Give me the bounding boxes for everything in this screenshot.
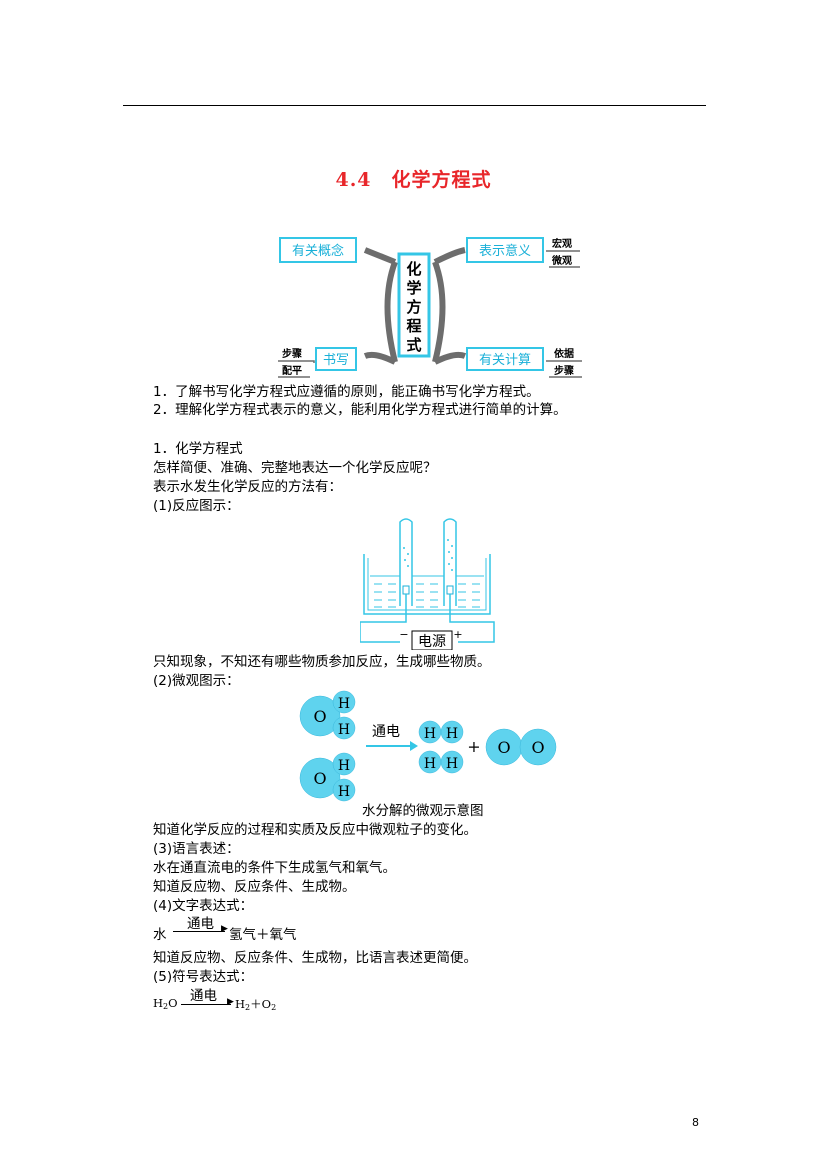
word-eq-reactant: 水 (153, 927, 167, 943)
atom-h-1a: H (338, 696, 350, 712)
box-writing (315, 347, 357, 371)
symbol-equation: H2O 通电 ▶ H2＋O2 (153, 984, 353, 1014)
atom-o-4: O (531, 738, 544, 757)
atom-h-6: H (446, 756, 458, 772)
atom-h-4: H (446, 726, 458, 742)
word-eq-arrow (173, 931, 225, 932)
word-eq-condition: 通电 (187, 916, 214, 932)
sym-eq-arrow (181, 1004, 231, 1005)
sym-o-prod: O (261, 997, 272, 1011)
sym-o-prod-sub: 2 (271, 1003, 277, 1012)
sym-h2-sub: 2 (163, 1002, 169, 1011)
center-char-5: 式 (406, 336, 421, 354)
center-char-1: 化 (406, 260, 421, 278)
left-curve (363, 247, 398, 365)
power-source-label: 电源 (418, 634, 446, 650)
word-eq-products: 氢气＋氧气 (229, 927, 297, 943)
page-title: 4.4 化学方程式 (335, 169, 492, 191)
center-char-4: 程 (406, 317, 421, 335)
atom-o-3: O (497, 738, 510, 757)
box-concept-label: 有关概念 (292, 243, 344, 259)
goal-1: 1．了解书写化学方程式应遵循的原则，能正确书写化学方程式。 (153, 384, 540, 400)
method-3-text: 水在通直流电的条件下生成氢气和氧气。 (153, 860, 396, 876)
tag-balance: 配平 (282, 365, 302, 377)
tag-steps-right: 步骤 (554, 364, 574, 377)
method-4-label: (4)文字表达式： (153, 898, 254, 914)
atom-h-5: H (424, 756, 436, 772)
question-text: 怎样简便、准确、完整地表达一个化学反应呢？ (153, 460, 437, 476)
sym-eq-condition: 通电 (190, 988, 217, 1004)
sym-o: O (168, 996, 178, 1010)
electrolysis-diagram: 电源 − + (360, 518, 495, 650)
method-3-note: 知道反应物、反应条件、生成物。 (153, 879, 356, 895)
box-concept (279, 237, 357, 263)
page-number: 8 (692, 1116, 699, 1129)
section-heading: 1．化学方程式 (153, 441, 243, 457)
micro-diagram: O H H O H H H H H H O O + 通电 (299, 690, 557, 802)
method-2-label: (2)微观图示： (153, 673, 240, 689)
box-calc-label: 有关计算 (479, 353, 531, 368)
plus-sign: + (453, 628, 462, 641)
goal-2: 2．理解化学方程式表示的意义，能利用化学方程式进行简单的计算。 (153, 402, 567, 418)
right-curve (432, 247, 467, 365)
tag-micro: 微观 (551, 254, 572, 267)
method-1-note: 只知现象，不知还有哪些物质参加反应，生成哪些物质。 (153, 654, 491, 670)
method-4-note: 知道反应物、反应条件、生成物，比语言表述更简便。 (153, 950, 477, 966)
box-calc (466, 347, 544, 371)
sym-h: H (153, 996, 164, 1010)
atom-o-1: O (313, 707, 326, 726)
method-3-label: (3)语言表述： (153, 841, 240, 857)
center-box (397, 252, 431, 358)
sym-h-prod-sub: 2 (245, 1003, 251, 1012)
tag-macro: 宏观 (552, 237, 572, 250)
atom-h-2b: H (338, 784, 350, 800)
tag-steps-left: 步骤 (282, 347, 302, 360)
center-char-2: 学 (406, 279, 421, 297)
minus-sign: − (399, 628, 408, 641)
atom-o-2: O (313, 769, 326, 788)
header-rule (123, 105, 706, 106)
atom-h-2a: H (338, 758, 350, 774)
word-equation: 水 通电 ▶ 氢气＋氧气 (153, 912, 353, 943)
tag-basis: 依据 (554, 347, 574, 360)
atom-h-1b: H (338, 722, 350, 738)
box-writing-label: 书写 (323, 353, 349, 368)
sym-plus: ＋ (250, 997, 262, 1011)
micro-arrow-label: 通电 (372, 724, 400, 740)
atom-h-3: H (424, 726, 436, 742)
method-5-label: (5)符号表达式： (153, 969, 254, 985)
intro-text: 表示水发生化学反应的方法有： (153, 479, 342, 495)
concept-mindmap: 化 学 方 程 式 有关概念 书写 步骤 配平 表示意义 宏观 微观 有关计算 … (278, 237, 582, 378)
center-char-3: 方 (406, 298, 421, 316)
method-2-note: 知道化学反应的过程和实质及反应中微观粒子的变化。 (153, 822, 477, 838)
box-meaning-label: 表示意义 (479, 243, 531, 259)
micro-caption: 水分解的微观示意图 (362, 803, 484, 819)
method-1-label: (1)反应图示： (153, 498, 240, 514)
box-meaning (466, 237, 544, 263)
micro-plus: + (467, 737, 480, 756)
sym-h-prod: H (235, 997, 246, 1011)
